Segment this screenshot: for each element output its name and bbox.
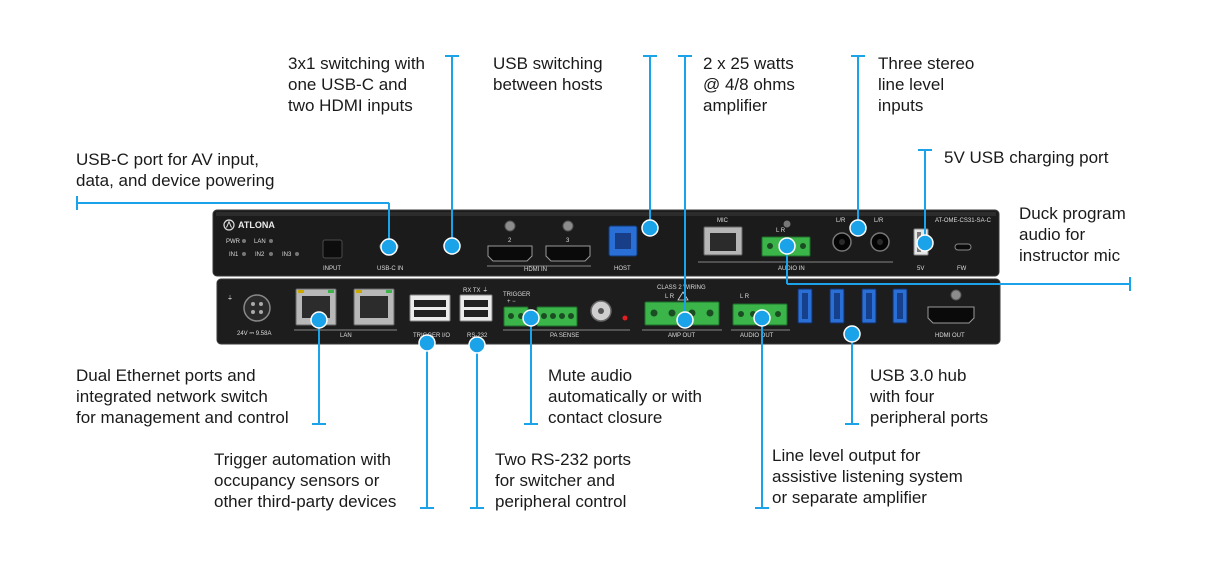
pa-sense-label: PA SENSE [550,333,579,339]
led-lan-label: LAN [254,239,266,245]
hdmi-out-screw-icon [950,289,962,301]
led-in1-label: IN1 [229,252,239,258]
model-number: AT-OME-CS31-SA-C [935,218,992,224]
callout-ethernet: Dual Ethernet ports and integrated netwo… [76,366,289,427]
rear-panel: ⏚ 24V ⎓ 9.58A LAN TRIGGER I/O RX TX ⏚ RS… [216,278,1001,345]
dot-stereo-in [849,219,867,237]
input-button-label: INPUT [323,266,341,272]
audio-in-lr-label: L R [776,228,786,234]
hdmi-in-label: HDMI IN [524,267,547,273]
callout-usb-hub: USB 3.0 hub with four peripheral ports [870,366,989,427]
atlona-logo-icon [223,219,235,231]
front-panel: ATLONA PWR LAN IN1 IN2 IN3 INPUT USB-C I… [212,209,1000,277]
hdmi-2-number: 2 [508,238,512,244]
amp-out-label: AMP OUT [668,333,696,339]
trigger-label: TRIGGER [503,292,531,298]
audio-in-2-lr: L/R [874,218,884,224]
rs232-pins-label: RX TX ⏚ [463,287,488,294]
leader-dots [310,219,934,354]
callout-stereo-inputs: Three stereo line level inputs [878,54,975,115]
hdmi-2-screw-icon [504,220,516,232]
led-in2-label: IN2 [255,252,265,258]
callout-usbc-port: USB-C port for AV input, data, and devic… [76,150,275,190]
leader-lines [76,55,1131,509]
audio-in-trim-icon[interactable] [783,220,791,228]
led-in1-icon [242,252,246,256]
callout-rs232: Two RS-232 ports for switcher and periph… [495,450,632,511]
callout-amplifier: 2 x 25 watts @ 4/8 ohms amplifier [703,54,795,115]
callout-trigger: Trigger automation with occupancy sensor… [214,450,397,511]
dot-duck [778,237,796,255]
dot-usb-host [641,219,659,237]
callout-switching: 3x1 switching with one USB-C and two HDM… [288,54,426,115]
audio-out-label: AUDIO OUT [740,333,774,339]
led-pwr-icon [242,239,246,243]
callout-duck: Duck program audio for instructor mic [1019,204,1126,265]
dot-switching [443,237,461,255]
fw-usbc-port[interactable] [954,243,972,251]
dot-ethernet [310,311,328,329]
usb-host-label: HOST [614,266,631,272]
led-in3-label: IN3 [282,252,292,258]
power-label: 24V ⎓ 9.58A [237,331,271,337]
pa-sense-led-icon [622,315,628,321]
amp-out-lr-label: L R [665,294,675,300]
mic-label: MIC [717,218,729,224]
callout-line-out: Line level output for assistive listenin… [772,446,963,507]
hdmi-3-number: 3 [566,238,570,244]
usbc-in-label: USB-C IN [377,266,403,272]
dot-amp-out [676,311,694,329]
dot-usbc [380,238,398,256]
hdmi-out-port[interactable] [927,306,975,324]
dot-line-out [753,309,771,327]
callout-usb-hosts: USB switching between hosts [493,54,603,94]
lan-label: LAN [340,333,352,339]
rs232-label: RS-232 [467,333,488,339]
audio-out-lr-label: L R [740,294,750,300]
power-connector[interactable] [243,294,271,322]
led-in2-icon [269,252,273,256]
rs232-terminal[interactable] [459,294,493,322]
ground-icon: ⏚ [227,295,233,302]
usb-5v-label: 5V [917,266,924,272]
dot-usb-5v [916,234,934,252]
trigger-pins-label: + − [507,299,516,305]
input-button[interactable] [322,239,343,259]
class2-wiring-label: CLASS 2 WIRING [657,285,706,291]
fw-label: FW [957,266,967,272]
dot-usb-hub [843,325,861,343]
callout-mute: Mute audio automatically or with contact… [548,366,703,427]
hdmi-3-screw-icon [562,220,574,232]
led-pwr-label: PWR [226,239,241,245]
hdmi-out-label: HDMI OUT [935,333,965,339]
dot-trigger [418,334,436,352]
hdmi-in-3-port[interactable] [545,245,591,262]
led-in3-icon [295,252,299,256]
led-lan-icon [269,239,273,243]
audio-in-label: AUDIO IN [778,266,805,272]
audio-in-1-lr: L/R [836,218,846,224]
dot-mute [522,309,540,327]
trigger-io-terminal[interactable] [409,294,451,322]
brand-logo-text: ATLONA [238,220,275,230]
hdmi-in-2-port[interactable] [487,245,533,262]
callout-usb-charging: 5V USB charging port [944,148,1109,167]
dot-rs232 [468,336,486,354]
